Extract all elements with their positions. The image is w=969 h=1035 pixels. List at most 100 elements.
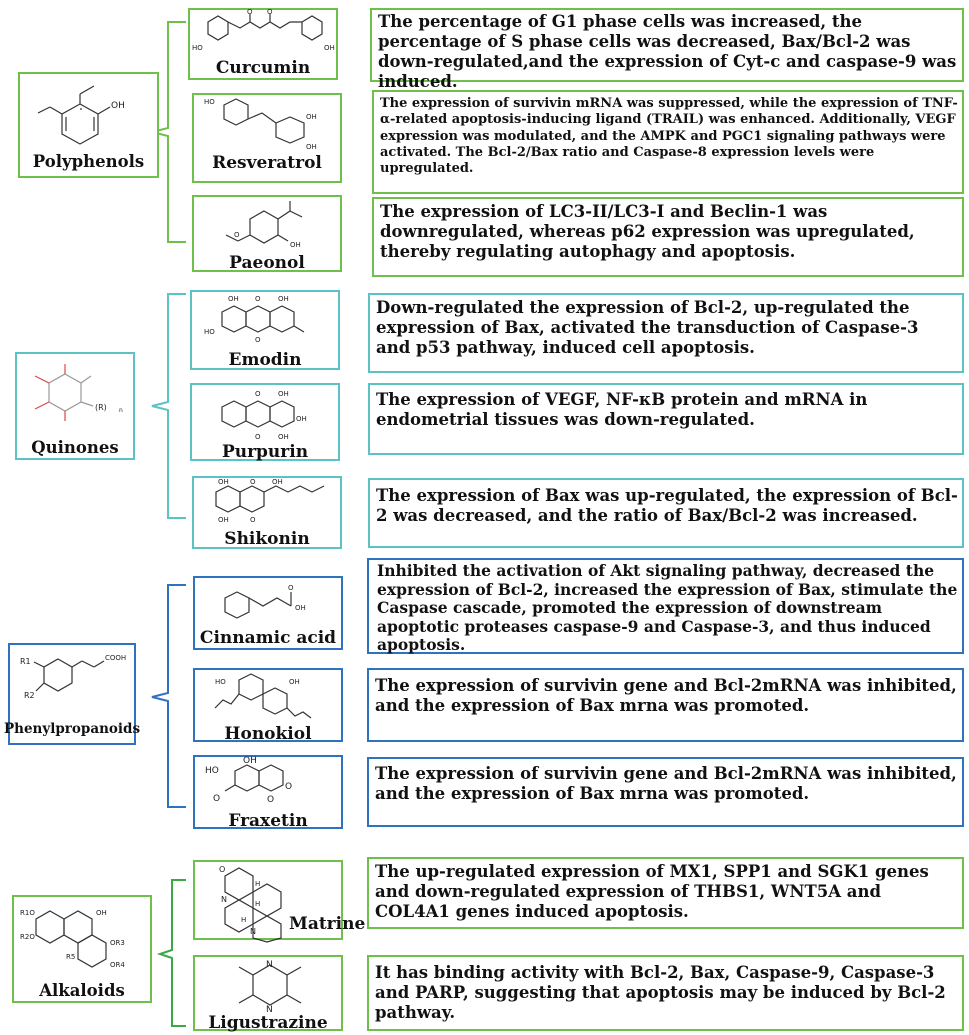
curcumin-effect: The percentage of G1 phase cells was inc… (378, 12, 957, 92)
svg-text:O: O (213, 794, 220, 804)
svg-text:OH: OH (290, 241, 301, 249)
compound-purpurin: O OH OH OH O Purpurin (190, 383, 340, 462)
svg-text:O: O (288, 584, 294, 592)
cinnamic-acid-structure-icon: O OH (224, 584, 306, 619)
shikonin-structure-icon: OH O OH OH O (215, 478, 325, 524)
svg-text:HO: HO (215, 678, 226, 686)
svg-text:H: H (241, 916, 246, 924)
effect-box-ligustrazine (367, 955, 964, 1031)
ligustrazine-name: Ligustrazine (208, 1013, 328, 1033)
svg-text:O: O (267, 8, 273, 16)
alkaloids-brace (156, 879, 186, 1027)
effect-box-honokiol (367, 668, 964, 742)
category-alkaloids: R1O R2O OH R5 OR3 OR4 Alkaloids (12, 895, 152, 1003)
svg-text:n: n (119, 407, 123, 414)
svg-text:O: O (255, 336, 261, 344)
purpurin-effect: The expression of VEGF, NF-κB protein an… (376, 390, 868, 430)
shikonin-name: Shikonin (224, 529, 310, 549)
emodin-structure-icon: OH O OH HO O (204, 295, 305, 344)
compound-fraxetin: OH HO O O O Fraxetin (193, 755, 343, 831)
svg-text:R5: R5 (66, 953, 75, 961)
svg-text:OH: OH (278, 433, 289, 441)
svg-text:O: O (234, 231, 240, 239)
emodin-effect: Down-regulated the expression of Bcl-2, … (376, 298, 919, 358)
svg-text:O: O (255, 433, 261, 441)
paeonol-name: Paeonol (229, 253, 305, 273)
effect-box-cinnamic-acid (367, 558, 964, 654)
compound-matrine: O N H H H N Matrine (193, 860, 365, 943)
cinnamic-acid-name: Cinnamic acid (199, 628, 337, 648)
alkaloids-label: Alkaloids (39, 981, 125, 1000)
honokiol-effect: The expression of survivin gene and Bcl-… (375, 676, 957, 716)
svg-text:H: H (255, 880, 260, 888)
matrine-effect: The up-regulated expression of MX1, SPP1… (375, 862, 929, 922)
effect-box-purpurin (368, 383, 964, 455)
svg-text:R2: R2 (24, 691, 35, 700)
compound-ligustrazine: N N Ligustrazine (193, 955, 343, 1033)
phenylpropanoid-structure-icon: R1 R2 COOH (20, 654, 126, 700)
svg-text:OH: OH (278, 390, 289, 398)
phenylpropanoids-brace (151, 584, 186, 808)
compound-honokiol: HO OH Honokiol (193, 668, 343, 744)
honokiol-structure-icon: HO OH (214, 673, 312, 719)
resveratrol-effect: The expression of survivin mRNA was supp… (380, 96, 958, 176)
curcumin-structure-icon: HO OH O O (192, 8, 335, 52)
quinone-structure-icon: (R) n (34, 364, 123, 421)
category-quinones: (R) n Quinones (15, 352, 135, 460)
effect-box-curcumin (370, 8, 964, 82)
shikonin-effect: The expression of Bax was up-regulated, … (376, 486, 958, 526)
compound-resveratrol: HO OH OH Resveratrol (192, 93, 342, 183)
svg-text:OR4: OR4 (110, 961, 125, 969)
effect-box-matrine (367, 857, 964, 929)
svg-text:OH: OH (289, 678, 300, 686)
compound-paeonol: O OH Paeonol (192, 195, 342, 273)
svg-text:O: O (250, 478, 256, 486)
svg-text:N: N (266, 1005, 273, 1015)
svg-text:OH: OH (296, 415, 307, 423)
phenylpropanoids-label: Phenylpropanoids (4, 721, 141, 737)
svg-text:COOH: COOH (105, 654, 126, 662)
svg-text:(R): (R) (95, 403, 107, 412)
svg-text:O: O (255, 390, 261, 398)
cinnamic-acid-effect: Inhibited the activation of Akt signalin… (377, 561, 958, 655)
quinones-brace (151, 293, 186, 519)
svg-text:OH: OH (228, 295, 239, 303)
svg-text:H: H (255, 900, 260, 908)
svg-text:OH: OH (96, 909, 107, 917)
category-phenylpropanoids: R1 R2 COOH Phenylpropanoids (4, 643, 140, 745)
svg-text:OH: OH (278, 295, 289, 303)
alkaloid-structure-icon: R1O R2O OH R5 OR3 OR4 (20, 909, 125, 969)
resveratrol-name: Resveratrol (212, 153, 322, 173)
effect-box-fraxetin (367, 757, 964, 827)
svg-text:O: O (219, 865, 225, 874)
svg-text:OH: OH (243, 756, 257, 766)
fraxetin-structure-icon: OH HO O O O (205, 756, 292, 805)
svg-text:O: O (250, 516, 256, 524)
ligustrazine-effect: It has binding activity with Bcl-2, Bax,… (375, 963, 946, 1023)
emodin-name: Emodin (228, 350, 302, 370)
effect-box-resveratrol (372, 90, 964, 194)
svg-text:OH: OH (306, 113, 317, 121)
purpurin-name: Purpurin (221, 442, 309, 462)
svg-text:OH: OH (218, 516, 229, 524)
polyphenols-label: Polyphenols (32, 152, 145, 171)
svg-text:N: N (221, 895, 227, 904)
paeonol-effect: The expression of LC3-II/LC3-I and Becli… (380, 202, 915, 262)
svg-text:OH: OH (218, 478, 229, 486)
svg-text:HO: HO (192, 44, 203, 52)
effect-box-paeonol (372, 197, 964, 277)
effect-box-shikonin (368, 478, 964, 548)
svg-text:OH: OH (306, 143, 317, 151)
svg-text:O: O (285, 782, 292, 792)
svg-text:O: O (267, 795, 274, 805)
quinones-label: Quinones (31, 438, 119, 457)
svg-text:N: N (266, 960, 273, 970)
polyphenol-structure-icon: OH (37, 85, 125, 145)
purpurin-structure-icon: O OH OH OH O (221, 390, 307, 441)
svg-text:O: O (247, 8, 253, 16)
svg-text:R1: R1 (20, 657, 31, 666)
ligustrazine-structure-icon: N N (238, 960, 302, 1015)
svg-text:HO: HO (204, 328, 215, 336)
matrine-name: Matrine (289, 914, 366, 934)
resveratrol-structure-icon: HO OH OH (204, 98, 317, 151)
